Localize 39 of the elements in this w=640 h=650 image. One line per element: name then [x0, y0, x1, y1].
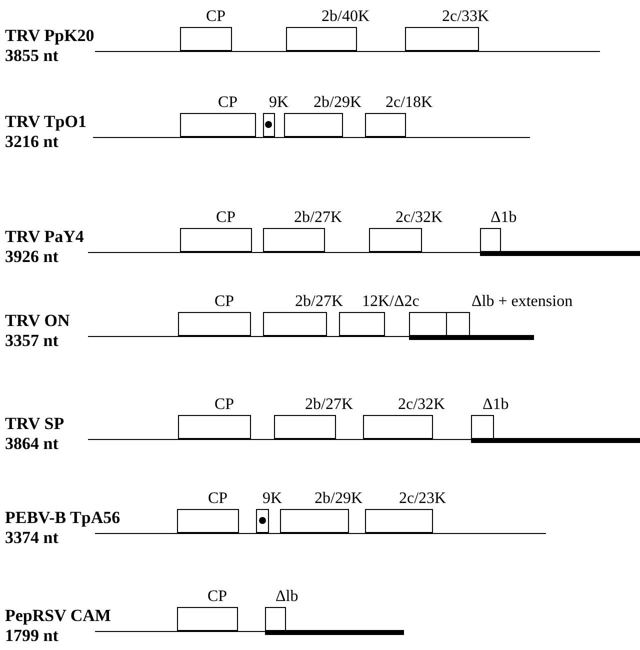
orf-label: Δ1b: [482, 396, 509, 413]
orf-label: CP: [218, 94, 238, 111]
orf-label: CP: [206, 8, 226, 25]
isolate-name: PepRSV CAM: [5, 607, 111, 625]
isolate-name: TRV SP: [5, 415, 64, 433]
orf-label: 2b/27K: [305, 396, 353, 413]
orf-label: 2c/32K: [396, 209, 443, 226]
orf-label: 2c/32K: [398, 396, 446, 413]
orf-label: CP: [208, 588, 228, 605]
orf-label: 2c/33K: [442, 8, 490, 25]
orf-label: Δlb: [276, 588, 298, 605]
genome-length: 3216 nt: [5, 133, 58, 151]
orf-label: 9K: [262, 490, 282, 507]
orf-label: 9K: [269, 94, 289, 111]
genome-length: 3374 nt: [5, 529, 58, 547]
orf-label: CP: [208, 490, 228, 507]
orf-label: 2c/23K: [399, 490, 446, 507]
genome-length: 3357 nt: [5, 332, 58, 350]
genome-length: 1799 nt: [5, 627, 58, 645]
orf-label: Δlb + extension: [472, 293, 573, 310]
isolate-name: TRV ON: [5, 312, 70, 330]
genome-length: 3864 nt: [5, 435, 58, 453]
isolate-name: TRV TpO1: [5, 113, 86, 131]
isolate-name: TRV PaY4: [5, 228, 84, 246]
orf-label: 2b/27K: [294, 209, 342, 226]
orf-label: 2b/40K: [322, 8, 370, 25]
genome-length: 3855 nt: [5, 47, 58, 65]
orf-label: 2b/29K: [314, 94, 362, 111]
orf-label: 2b/29K: [314, 490, 362, 507]
orf-label: CP: [214, 396, 234, 413]
genome-length: 3926 nt: [5, 248, 58, 266]
orf-label: CP: [216, 209, 236, 226]
isolate-name: PEBV-B TpA56: [5, 509, 120, 527]
orf-label: 2c/18K: [386, 94, 433, 111]
isolate-name: TRV PpK20: [5, 27, 94, 45]
orf-label: 12K/Δ2c: [362, 293, 420, 310]
orf-label: 2b/27K: [295, 293, 343, 310]
orf-label: Δ1b: [490, 209, 517, 226]
orf-label: CP: [214, 293, 234, 310]
